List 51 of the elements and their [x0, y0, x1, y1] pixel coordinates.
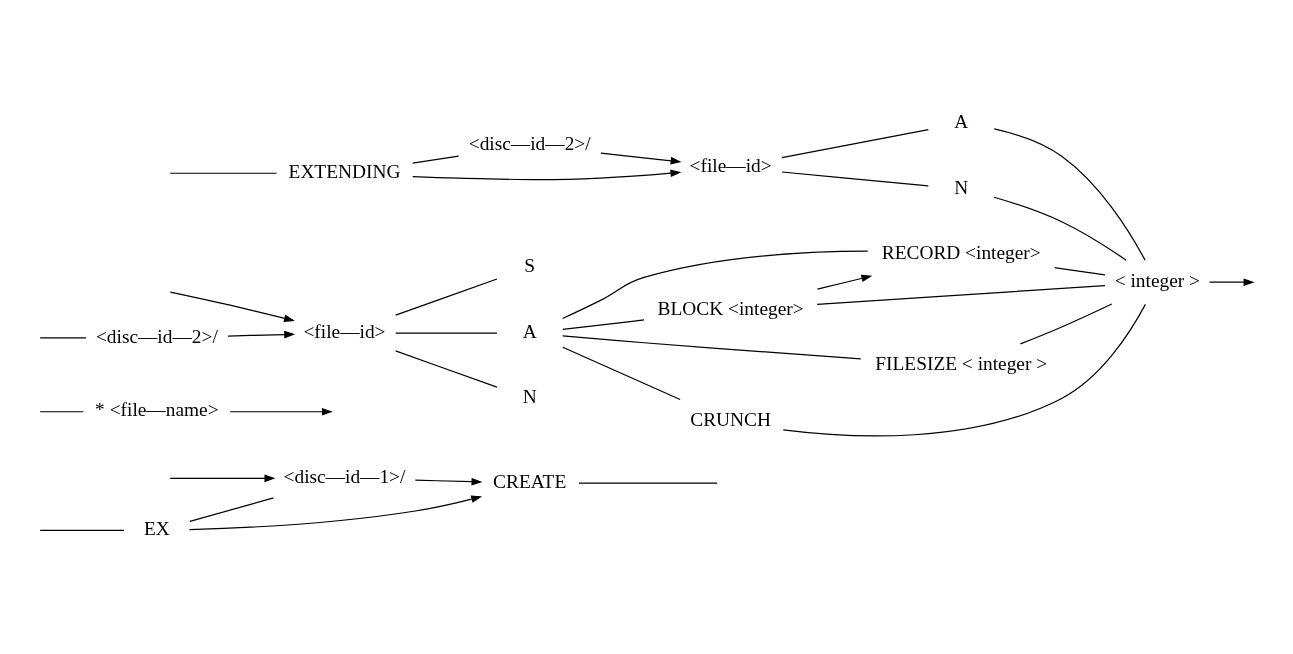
node-text: <file—id> — [689, 154, 772, 176]
node-text: <disc—id—2>/ — [95, 325, 218, 347]
connector — [1054, 267, 1106, 276]
connector — [412, 155, 460, 164]
connector — [781, 171, 929, 187]
node-text: N — [522, 386, 537, 408]
connector — [781, 129, 929, 159]
node-text: RECORD <integer> — [881, 241, 1041, 263]
connector — [39, 529, 125, 531]
node-text: BLOCK <integer> — [657, 297, 804, 319]
connector — [189, 497, 275, 523]
node-text: * <file—name> — [95, 399, 219, 421]
arrow — [1209, 278, 1255, 287]
node-text: <file—id> — [303, 320, 386, 342]
connector — [782, 303, 1146, 437]
node-text: < integer > — [1114, 269, 1200, 291]
connector — [562, 346, 681, 401]
node-text: S — [524, 255, 536, 277]
node-text: N — [954, 176, 969, 198]
connector — [562, 335, 862, 360]
connector — [395, 350, 498, 388]
node-text: <disc—id—1>/ — [283, 465, 406, 487]
node-text: A — [522, 320, 537, 342]
node-text: <disc—id—2>/ — [468, 133, 591, 155]
node-text: FILESIZE < integer > — [875, 353, 1048, 375]
arrow — [816, 274, 873, 290]
connector — [395, 278, 498, 316]
connector — [39, 411, 85, 413]
arrow — [227, 330, 296, 339]
arrow — [412, 169, 682, 181]
node-text: EX — [143, 517, 170, 539]
arrow — [188, 495, 483, 531]
arrow — [169, 474, 276, 483]
connector — [169, 172, 278, 174]
connector — [39, 337, 87, 339]
node-text: CRUNCH — [690, 409, 771, 431]
arrow — [414, 477, 483, 486]
connector — [993, 128, 1146, 261]
connector — [562, 319, 645, 330]
node-text: EXTENDING — [288, 160, 401, 182]
node-text: A — [954, 111, 969, 133]
connector — [816, 284, 1106, 306]
arrow — [169, 291, 295, 322]
connector — [1019, 303, 1113, 345]
connector — [993, 196, 1127, 261]
arrow — [600, 152, 682, 165]
node-text: CREATE — [493, 470, 567, 492]
connector — [578, 482, 718, 484]
connector — [561, 250, 869, 320]
arrow — [229, 407, 333, 416]
connector — [395, 332, 498, 334]
